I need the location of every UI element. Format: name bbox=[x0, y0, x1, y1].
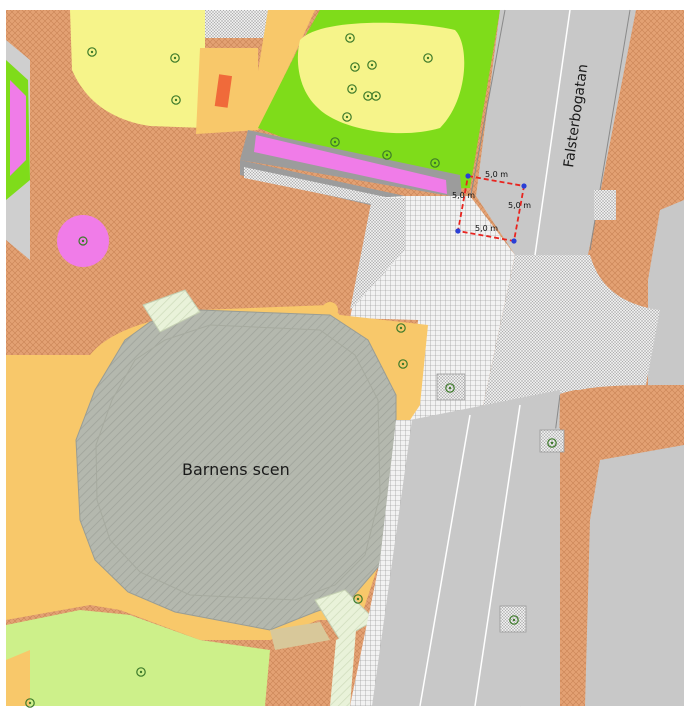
tree-point-icon[interactable] bbox=[398, 359, 408, 369]
tree-point-dot bbox=[550, 441, 554, 445]
measurement-tool[interactable]: 5,0 m 5,0 m 5,0 m 5,0 m bbox=[452, 170, 531, 244]
lawn-area bbox=[297, 22, 465, 134]
tree-point-dot bbox=[348, 36, 352, 40]
tree-point-dot bbox=[448, 386, 452, 390]
tree-point-icon[interactable] bbox=[171, 95, 181, 105]
place-label: Barnens scen bbox=[182, 460, 290, 479]
lamp-base bbox=[322, 302, 338, 318]
tree-point-icon[interactable] bbox=[367, 60, 377, 70]
measurement-bottom-label: 5,0 m bbox=[475, 224, 498, 233]
stage-annex bbox=[330, 630, 356, 706]
grass-area bbox=[6, 610, 270, 706]
tree-point-icon[interactable] bbox=[78, 236, 88, 246]
tree-point-dot bbox=[333, 140, 337, 144]
tree-point-dot bbox=[399, 326, 403, 330]
tree-point-icon[interactable] bbox=[350, 62, 360, 72]
tree-point-icon[interactable] bbox=[371, 91, 381, 101]
measurement-vertex[interactable] bbox=[465, 173, 471, 179]
tree-point-icon[interactable] bbox=[342, 112, 352, 122]
measurement-left-label: 5,0 m bbox=[452, 191, 475, 200]
tree-point-icon[interactable] bbox=[396, 323, 406, 333]
measurement-vertex[interactable] bbox=[521, 183, 527, 189]
lane-line bbox=[469, 9, 506, 201]
tree-point-dot bbox=[433, 161, 437, 165]
tree-point-icon[interactable] bbox=[81, 239, 85, 243]
tree-point-dot bbox=[28, 701, 32, 705]
measurement-vertex[interactable] bbox=[511, 238, 517, 244]
tree-point-icon[interactable] bbox=[87, 47, 97, 57]
crossing-area bbox=[480, 255, 660, 420]
tree-point-dot bbox=[385, 153, 389, 157]
tree-point-icon[interactable] bbox=[330, 137, 340, 147]
pink-bed bbox=[254, 135, 447, 194]
tree-grate bbox=[436, 373, 466, 401]
lane-line bbox=[474, 404, 521, 707]
tree-grate bbox=[499, 605, 527, 633]
tree-point-icon[interactable] bbox=[430, 158, 440, 168]
tree-point-icon[interactable] bbox=[547, 438, 557, 448]
tree-grate bbox=[539, 429, 565, 453]
paving-grid-area bbox=[350, 420, 412, 706]
tree-point-icon[interactable] bbox=[382, 150, 392, 160]
paving-grid-area bbox=[594, 190, 616, 220]
tree-point-dot bbox=[350, 87, 354, 91]
tree-point-icon[interactable] bbox=[170, 53, 180, 63]
tree-point-dot bbox=[353, 65, 357, 69]
building-block bbox=[648, 200, 684, 392]
stage-annex bbox=[270, 622, 330, 650]
tree-point-dot bbox=[90, 50, 94, 54]
bench-marker bbox=[214, 74, 233, 108]
building-block bbox=[585, 445, 684, 706]
sand-path bbox=[250, 10, 315, 130]
tree-point-dot bbox=[401, 362, 405, 366]
tree-point-icon[interactable] bbox=[423, 53, 433, 63]
building-block bbox=[518, 428, 560, 706]
measurement-top-label: 5,0 m bbox=[485, 170, 508, 179]
tree-point-dot bbox=[366, 94, 370, 98]
tree-point-icon[interactable] bbox=[347, 84, 357, 94]
tree-point-dot bbox=[512, 618, 516, 622]
measurement-vertex[interactable] bbox=[455, 228, 461, 234]
tree-point-dot bbox=[356, 597, 360, 601]
tree-point-dot bbox=[345, 115, 349, 119]
tree-point-dot bbox=[173, 56, 177, 60]
tree-point-icon[interactable] bbox=[509, 615, 519, 625]
tree-point-dot bbox=[374, 94, 378, 98]
lawn-area bbox=[70, 10, 205, 128]
pink-strip bbox=[10, 80, 26, 176]
tree-points bbox=[25, 33, 557, 708]
stage-inner bbox=[95, 324, 381, 601]
tree-point-icon[interactable] bbox=[353, 594, 363, 604]
lane-line bbox=[534, 9, 571, 256]
tree-point-icon[interactable] bbox=[345, 33, 355, 43]
sand-path bbox=[6, 650, 30, 706]
paving-grid-area bbox=[244, 167, 400, 210]
tree-point-dot bbox=[139, 670, 143, 674]
lane-line bbox=[419, 414, 471, 707]
tree-point-icon[interactable] bbox=[136, 667, 146, 677]
tree-point-dot bbox=[174, 98, 178, 102]
stage-annex bbox=[142, 289, 201, 333]
tree-point-icon[interactable] bbox=[25, 698, 35, 708]
tree-point-icon[interactable] bbox=[445, 383, 455, 393]
measurement-right-label: 5,0 m bbox=[508, 201, 531, 210]
tree-point-dot bbox=[426, 56, 430, 60]
paving-grid-area bbox=[350, 198, 405, 310]
tree-point-dot bbox=[370, 63, 374, 67]
